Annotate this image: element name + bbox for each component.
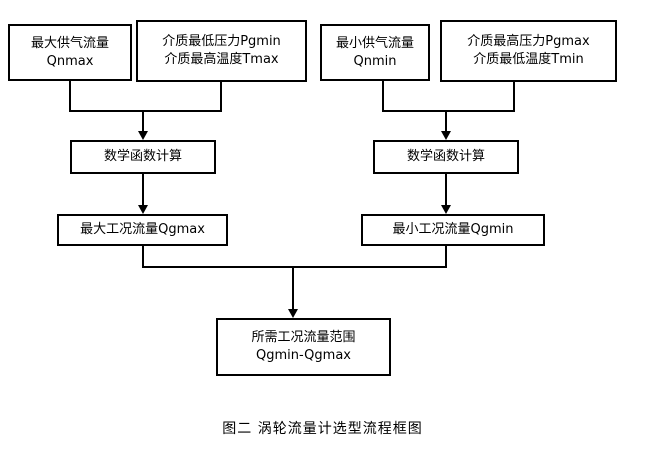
node-math-function-calculation-left: 数学函数计算: [70, 140, 216, 174]
arrowhead-right-merge-to-calc: [441, 131, 451, 140]
node-min-supply-flow-line1: 最小供气流量: [335, 35, 414, 51]
node-max-supply-flow-line2: Qnmax: [46, 53, 94, 69]
node-required-working-flow-range: 所需工况流量范围 Qgmin-Qgmax: [216, 318, 391, 376]
connector-right-calc-to-qgmin: [445, 174, 447, 206]
node-max-supply-flow: 最大供气流量 Qnmax: [8, 24, 132, 81]
connector-bottom-merge-stem: [292, 266, 294, 310]
connector-qgmax-down: [142, 246, 144, 268]
arrowhead-bottom-merge-to-final: [288, 309, 298, 318]
node-min-supply-flow: 最小供气流量 Qnmin: [320, 24, 430, 81]
arrowhead-right-calc-to-qgmin: [441, 205, 451, 214]
node-min-working-flow-qgmin-label: 最小工况流量Qgmin: [392, 222, 514, 238]
connector-qnmax-down: [69, 81, 71, 112]
node-max-pressure-min-temp: 介质最高压力Pgmax 介质最低温度Tmin: [440, 20, 617, 82]
node-max-working-flow-qgmax-label: 最大工况流量Qgmax: [80, 222, 205, 238]
node-min-supply-flow-line2: Qnmin: [353, 53, 397, 69]
connector-right-merge-bar: [382, 110, 515, 112]
connector-right-merge-stem: [445, 110, 447, 132]
node-min-pressure-max-temp-line2: 介质最高温度Tmax: [164, 52, 279, 67]
node-math-function-calculation-right-label: 数学函数计算: [406, 149, 485, 165]
arrowhead-left-calc-to-qgmax: [138, 205, 148, 214]
node-min-working-flow-qgmin: 最小工况流量Qgmin: [361, 214, 545, 246]
node-max-pressure-min-temp-line1: 介质最高压力Pgmax: [467, 34, 590, 50]
arrowhead-left-merge-to-calc: [138, 131, 148, 140]
connector-qnmin-down: [382, 81, 384, 112]
connector-pgmin-down: [220, 82, 222, 112]
connector-pgmax-down: [513, 82, 515, 112]
node-required-working-flow-range-line2: Qgmin-Qgmax: [256, 348, 351, 363]
node-min-pressure-max-temp-line1: 介质最低压力Pgmin: [162, 34, 281, 50]
node-required-working-flow-range-line1: 所需工况流量范围: [251, 330, 356, 346]
node-max-working-flow-qgmax: 最大工况流量Qgmax: [57, 214, 228, 246]
node-max-pressure-min-temp-line2: 介质最低温度Tmin: [473, 52, 584, 67]
node-math-function-calculation-right: 数学函数计算: [373, 140, 519, 174]
node-math-function-calculation-left-label: 数学函数计算: [103, 149, 182, 165]
connector-left-calc-to-qgmax: [142, 174, 144, 206]
node-min-pressure-max-temp: 介质最低压力Pgmin 介质最高温度Tmax: [136, 20, 307, 82]
node-max-supply-flow-line1: 最大供气流量: [30, 35, 109, 51]
connector-qgmin-down: [445, 246, 447, 268]
connector-left-merge-stem: [142, 110, 144, 132]
connector-bottom-merge-bar: [142, 266, 447, 268]
figure-caption: 图二 涡轮流量计选型流程框图: [222, 421, 423, 437]
connector-left-merge-bar: [69, 110, 222, 112]
